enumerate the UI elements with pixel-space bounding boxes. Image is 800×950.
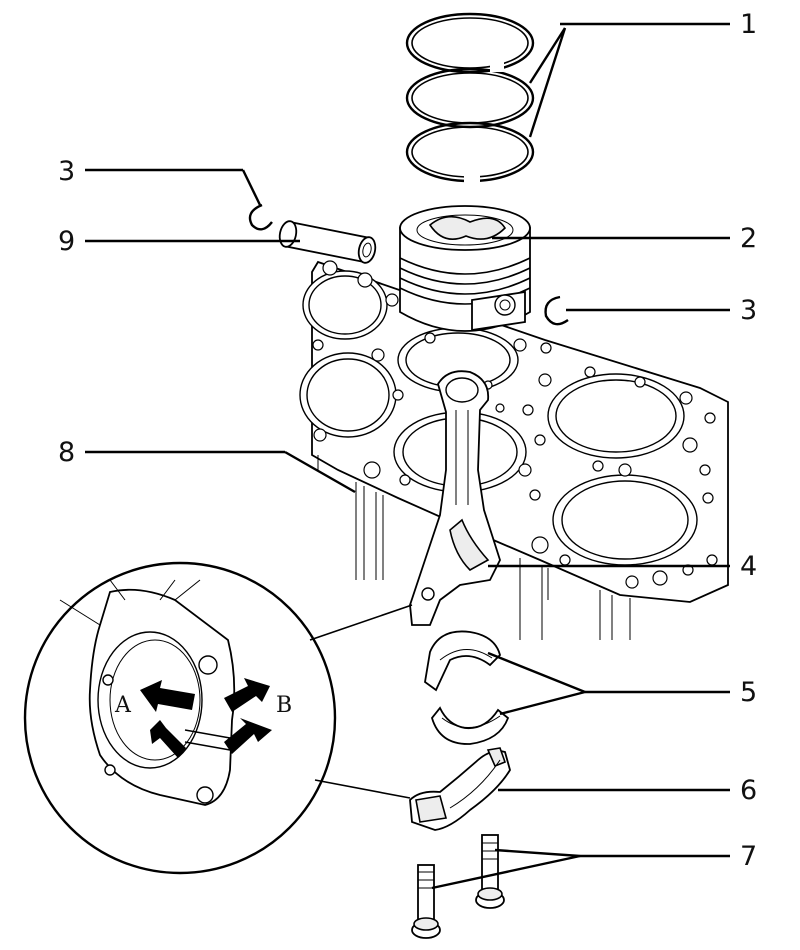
piston-pin-circlip-right [544,295,569,326]
leader-lines [85,22,730,890]
piston-rings [405,12,535,185]
bearing-cap [409,747,511,831]
piston [399,205,531,332]
callout-8: 8 [58,437,75,468]
detail-arrows [140,678,272,758]
callout-3-left: 3 [58,156,75,187]
cylinder-block-gasket [299,260,729,640]
gasket-bolt-holes [312,260,718,589]
cylinder-bores [299,270,698,566]
detail-mark-b: B [276,693,292,718]
bearing-shells [424,630,510,745]
piston-pin [278,220,377,264]
detail-mark-a: A [114,693,132,718]
callout-5: 5 [740,677,757,708]
callout-4: 4 [740,551,757,582]
callout-3-right: 3 [740,295,757,326]
callout-6: 6 [740,775,757,806]
piston-pin-circlip-left [248,203,273,231]
cap-bolt-right [475,834,505,909]
block-skirt [317,455,631,640]
callout-numbers: 1 2 3 3 4 5 6 7 8 9 [58,9,757,872]
callout-9: 9 [58,226,75,257]
cap-bolt-left [411,864,441,939]
callout-2: 2 [740,223,757,254]
detail-magnifier: A B [23,561,413,875]
callout-7: 7 [740,841,757,872]
callout-1: 1 [740,9,757,40]
connecting-rod [409,370,501,626]
